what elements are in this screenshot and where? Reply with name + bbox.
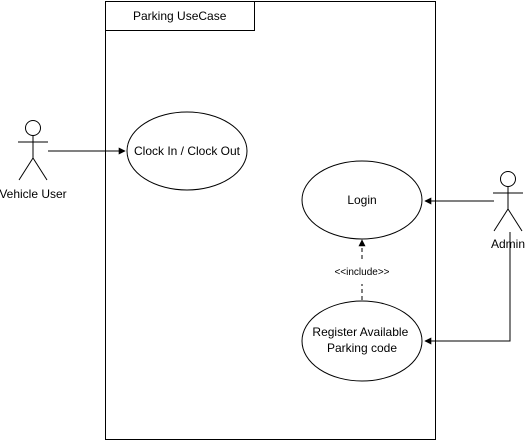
actor-vehicle-user-label: Vehicle User [0, 187, 67, 201]
include-label: <<include>> [334, 267, 389, 278]
use-case-register-label-line1: Register Available [312, 325, 408, 339]
system-title-tab[interactable]: Parking UseCase [105, 1, 255, 31]
actor-vehicle-user-head-icon [25, 120, 41, 136]
use-case-clock-label: Clock In / Clock Out [134, 144, 241, 158]
use-case-login-label: Login [347, 193, 376, 207]
actor-admin-head-icon [500, 171, 516, 187]
use-case-login[interactable]: Login [301, 160, 423, 240]
system-title: Parking UseCase [133, 9, 227, 23]
association-admin-register[interactable] [424, 232, 511, 345]
connectors: <<include>> [48, 147, 511, 345]
actor-admin-label: Admin [491, 237, 525, 251]
actor-admin[interactable] [493, 171, 523, 232]
use-case-clock[interactable]: Clock In / Clock Out [126, 111, 248, 191]
actor-vehicle-user[interactable] [18, 120, 48, 181]
use-case-register[interactable]: Register Available Parking code [301, 300, 423, 382]
use-case-register-label-line2: Parking code [327, 341, 397, 355]
use-case-register-label: Register Available Parking code [312, 325, 411, 355]
